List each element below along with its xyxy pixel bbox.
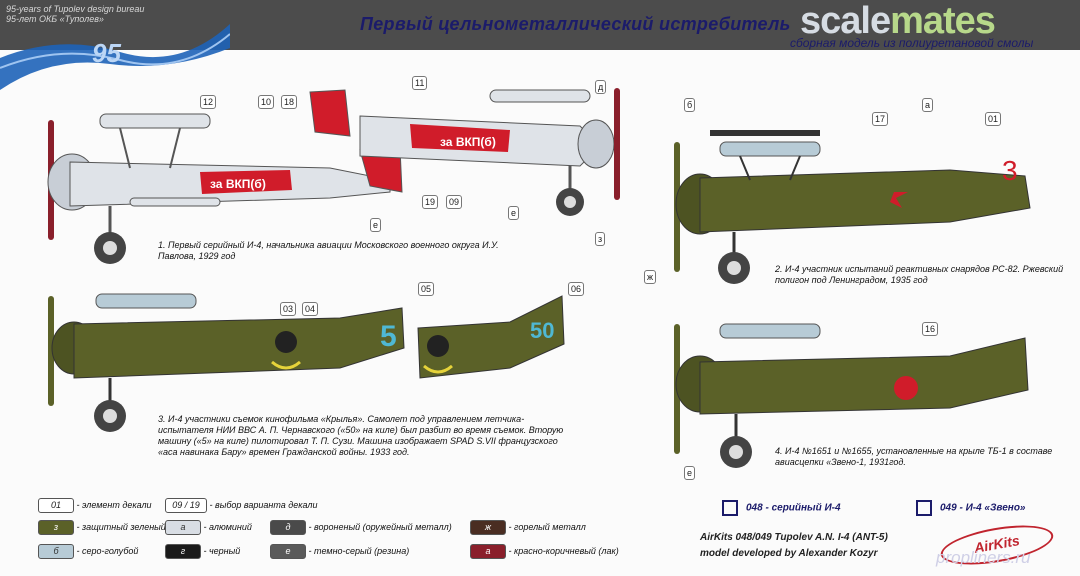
page-subtitle: сборная модель из полиуретановой смолы (790, 36, 1034, 50)
legend-row-2: з - защитный зеленый (38, 520, 166, 535)
anniversary-ribbon-icon (0, 24, 230, 90)
callout-12: 12 (200, 95, 217, 109)
callout-04: 04 (302, 302, 319, 316)
callout-01: 01 (985, 112, 1002, 126)
legend-row-8: е - темно-серый (резина) (270, 544, 409, 559)
legend-label: - серо-голубой (76, 545, 139, 556)
legend-row-5: ж - горелый металл (470, 520, 586, 535)
legend-row-1: 09 / 19 - выбор варианта декали (165, 498, 318, 513)
callout-05: 05 (418, 282, 435, 296)
legend-label: - выбор варианта декали (209, 499, 318, 510)
version-label: 048 - серийный И-4 (746, 502, 841, 514)
logo-part-mates: mates (890, 0, 996, 42)
legend-swatch: б (38, 544, 74, 559)
callout-03: 03 (280, 302, 297, 316)
checkbox-icon (722, 500, 738, 516)
aircraft-profile-1b: за ВКП(б) (309, 88, 620, 216)
legend-swatch: д (270, 520, 306, 535)
version-049: 049 - И-4 «Звено» (916, 500, 1025, 516)
credit-line-1: AirKits 048/049 Tupolev A.N. I-4 (ANT-5) (700, 532, 888, 543)
page-title: Первый цельнометаллический истребитель (360, 14, 791, 34)
caption-2: 2. И-4 участник испытаний реактивных сна… (775, 264, 1064, 285)
callout-e1: е (370, 218, 382, 232)
legend-swatch: 01 (38, 498, 74, 513)
tail-number-3: 3 (1002, 155, 1018, 186)
legend-row-9: а - красно-коричневый (лак) (470, 544, 619, 559)
legend-swatch: 09 / 19 (165, 498, 207, 513)
legend-label: - вороненый (оружейный металл) (308, 521, 452, 532)
callout-zh: ж (644, 270, 657, 284)
legend-row-0: 01 - элемент декали (38, 498, 152, 513)
anniversary-text-en: 95-years of Tupolev design bureau (6, 4, 145, 14)
legend-label: - защитный зеленый (76, 521, 166, 532)
callout-d: д (595, 80, 607, 94)
anniversary-badge: 95 (92, 38, 121, 68)
callout-z: з (595, 232, 606, 246)
legend-row-3: а - алюминий (165, 520, 252, 535)
legend-swatch: а (165, 520, 201, 535)
legend-label: - красно-коричневый (лак) (508, 545, 619, 556)
caption-4: 4. И-4 №1651 и №1655, установленные на к… (775, 446, 1053, 467)
anniversary-text-ru: 95-лет ОКБ «Туполев» (6, 14, 104, 24)
callout-e2: е (508, 206, 520, 220)
caption-1: 1. Первый серийный И-4, начальника авиац… (158, 240, 499, 261)
callout-17: 17 (872, 112, 889, 126)
legend-swatch: а (470, 544, 506, 559)
caption-3: 3. И-4 участники съемок кинофильма «Крыл… (158, 414, 564, 457)
legend-swatch: г (165, 544, 201, 559)
scalemates-logo[interactable]: scalemates (800, 0, 996, 43)
tail-number-50: 50 (530, 318, 554, 343)
banner-text-1b: за ВКП(б) (440, 135, 496, 149)
checkbox-icon (916, 500, 932, 516)
legend-label: - черный (203, 545, 241, 556)
legend-swatch: е (270, 544, 306, 559)
version-label: 049 - И-4 «Звено» (940, 502, 1026, 514)
callout-e3: е (684, 466, 696, 480)
callout-06: 06 (568, 282, 585, 296)
logo-part-scale: scale (800, 0, 891, 42)
callout-11: 11 (412, 76, 428, 90)
callout-18: 18 (281, 95, 298, 109)
legend-label: - алюминий (203, 521, 252, 532)
aircraft-profile-3: 5 50 (48, 293, 565, 432)
aircraft-profile-4 (674, 323, 1029, 468)
callout-19: 19 (422, 195, 439, 209)
version-048: 048 - серийный И-4 (722, 500, 841, 516)
callout-10: 10 (258, 95, 275, 109)
header-bar: 95-years of Tupolev design bureau 95-лет… (0, 0, 1080, 50)
callout-09: 09 (446, 195, 463, 209)
legend-row-7: г - черный (165, 544, 240, 559)
credit-line-2: model developed by Alexander Kozyr (700, 548, 878, 559)
legend-label: - горелый металл (508, 521, 586, 532)
legend-label: - элемент декали (76, 499, 152, 510)
aircraft-profile-1: за ВКП(б) (47, 113, 403, 264)
banner-text-1: за ВКП(б) (210, 177, 266, 191)
legend-swatch: ж (470, 520, 506, 535)
tail-number-5: 5 (380, 320, 397, 353)
callout-a: а (922, 98, 934, 112)
legend-row-6: б - серо-голубой (38, 544, 138, 559)
legend-row-4: д - вороненый (оружейный металл) (270, 520, 452, 535)
watermark: propliners.ru (936, 548, 1031, 567)
callout-b: б (684, 98, 696, 112)
callout-16: 16 (922, 322, 939, 336)
legend-label: - темно-серый (резина) (308, 545, 410, 556)
legend-swatch: з (38, 520, 74, 535)
aircraft-profile-2: 3 (674, 130, 1031, 284)
